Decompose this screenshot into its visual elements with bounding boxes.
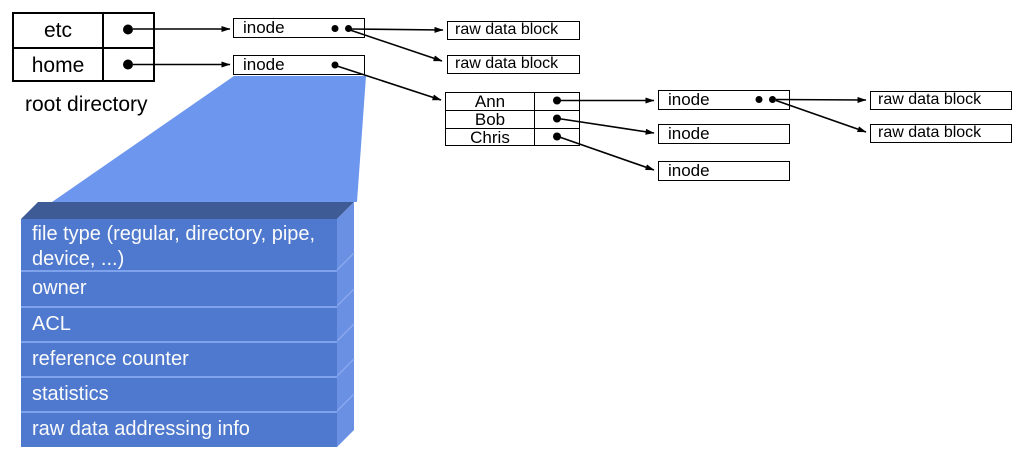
- field-line: device, ...): [32, 248, 125, 270]
- user-directory-table: Ann Bob Chris: [445, 92, 580, 146]
- field-line: reference counter: [32, 348, 189, 370]
- directory-entry-home: home: [14, 49, 153, 82]
- pointer-cell: [535, 93, 579, 110]
- side-face-divider-lines: [336, 252, 355, 412]
- raw-data-block-2: raw data block: [447, 55, 580, 74]
- directory-entry-chris: Chris: [446, 129, 579, 146]
- entry-name: Ann: [446, 93, 535, 110]
- entry-name: home: [14, 49, 104, 82]
- pointer-cell: [535, 111, 579, 128]
- raw-data-block-3: raw data block: [870, 91, 1012, 110]
- inode-field-statistics: statistics: [21, 376, 337, 411]
- root-directory-caption: root directory: [25, 93, 148, 116]
- entry-name: Bob: [446, 111, 535, 128]
- inode-detail-stack: file type (regular, directory, pipe, dev…: [21, 219, 337, 447]
- inode-stack-top-face: [21, 202, 354, 219]
- directory-entry-etc: etc: [14, 14, 153, 49]
- inode-field-reference-counter: reference counter: [21, 341, 337, 376]
- pointer-cell: [104, 49, 153, 82]
- pointer-cell: [104, 14, 153, 47]
- inode-box-etc: inode: [233, 18, 365, 38]
- raw-data-block-4: raw data block: [870, 124, 1012, 143]
- field-line: owner: [32, 277, 87, 299]
- root-directory-table: etc home: [12, 12, 155, 82]
- entry-name: Chris: [446, 129, 535, 146]
- field-line: ACL: [32, 313, 71, 335]
- raw-data-block-1: raw data block: [447, 21, 580, 40]
- field-line: raw data addressing info: [32, 418, 250, 440]
- directory-entry-ann: Ann: [446, 93, 579, 110]
- inode-box-ann: inode: [658, 90, 790, 110]
- inode-box-home: inode: [233, 55, 365, 75]
- inode-field-owner: owner: [21, 270, 337, 306]
- inode-field-raw-data-addressing: raw data addressing info: [21, 411, 337, 447]
- inode-box-chris: inode: [658, 161, 790, 181]
- directory-entry-bob: Bob: [446, 110, 579, 129]
- inode-field-file-type: file type (regular, directory, pipe, dev…: [21, 219, 337, 270]
- inode-field-acl: ACL: [21, 306, 337, 341]
- inode-stack-side-face: [337, 202, 354, 447]
- pointer-cell: [535, 129, 579, 146]
- field-line: statistics: [32, 383, 109, 405]
- inode-box-bob: inode: [658, 124, 790, 144]
- entry-name: etc: [14, 14, 104, 47]
- field-line: file type (regular, directory, pipe,: [32, 223, 316, 245]
